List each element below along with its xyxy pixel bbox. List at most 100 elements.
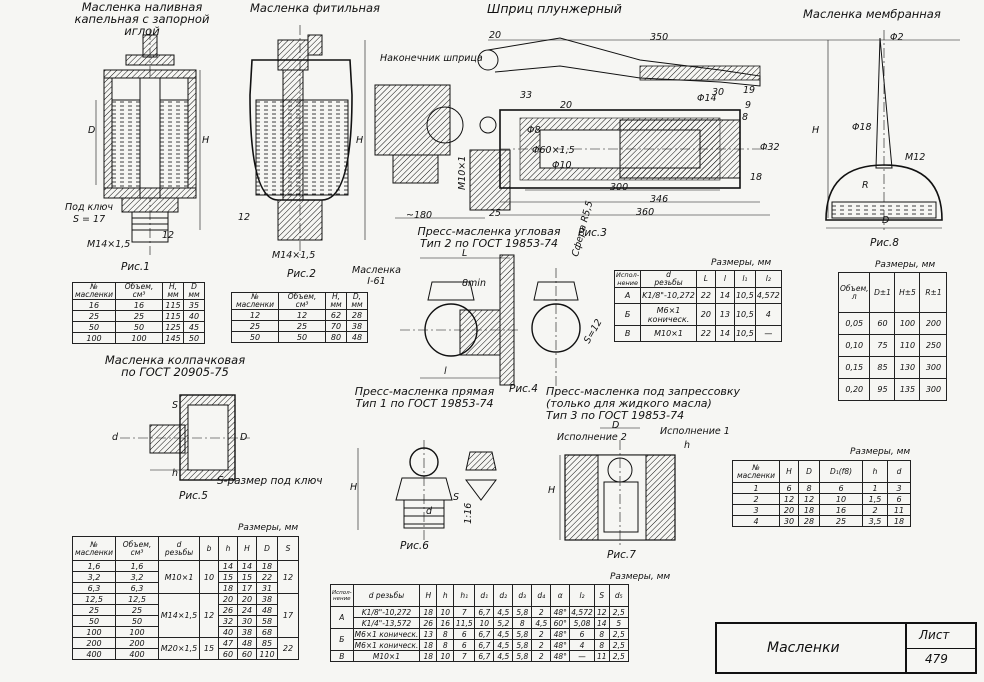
table-cell: 48° [550, 606, 571, 618]
table-cell: K1/8"-10,272 [640, 287, 697, 304]
label-syringe-tip: Наконечник шприца [380, 53, 483, 64]
dim-25: 25 [489, 208, 502, 219]
dim-180: ~180 [406, 210, 433, 221]
table-header-cell: D [256, 536, 278, 561]
dim-phi18: Φ18 [852, 122, 872, 133]
dim-phi60: Φ60×1,5 [532, 145, 575, 156]
table-cell: 16 [72, 299, 116, 311]
table-cell: А [613, 287, 642, 304]
table-cell: В [330, 650, 354, 662]
table-cell: 5,8 [512, 628, 533, 640]
table-cell: 60° [550, 617, 571, 629]
table-cell: 50 [231, 331, 279, 343]
table-cell: 10 [199, 560, 219, 594]
table-header-cell: d₂ [493, 584, 514, 607]
dim-S-fig5: S [172, 400, 179, 411]
dim-h-fig7: h [684, 440, 691, 451]
table-cell: 60 [869, 312, 896, 335]
table-cell: 6 [819, 482, 863, 494]
table-cell: 11,5 [453, 617, 476, 629]
title-name-cell: Масленки [717, 624, 907, 672]
dim-20a: 20 [489, 30, 502, 41]
table-cell: 10 [436, 650, 455, 662]
table-cell: 110 [894, 334, 921, 357]
table-cell: 4 [569, 639, 595, 651]
table-cell: 6,3 [72, 582, 116, 594]
table-cell: 8 [593, 639, 610, 651]
table-header-cell: Объем, см³ [278, 292, 326, 310]
table-cell: 40 [218, 626, 238, 638]
table-cell: 25 [72, 604, 116, 616]
table-cell: 3 [732, 504, 780, 516]
table-cell: 2,5 [608, 606, 629, 618]
dim-S-fig6: S [453, 492, 460, 503]
table-cell: 6,7 [474, 628, 495, 640]
table-cell: 8 [593, 628, 610, 640]
sheet-number-cell: 479 [907, 649, 975, 672]
table-cell: M6×1 коническ. [352, 628, 421, 640]
table-cell: 12 [277, 560, 299, 594]
caption-needle-oiler: Масленка наливная капельная с запорной и… [62, 1, 222, 37]
table-cell: 6,7 [474, 606, 495, 618]
table-cell: 68 [256, 626, 278, 638]
dim-phi32: Φ32 [760, 142, 780, 153]
table-header-cell: h₁ [453, 584, 476, 607]
table-cell: 18 [256, 560, 278, 572]
table-cell: 85 [256, 637, 278, 649]
table-header-cell: H±5 [894, 272, 921, 313]
dim-d-fig5: d [112, 432, 119, 443]
table-header-cell: Испол- нение [330, 584, 354, 607]
caption-straight-press-oiler: Пресс-масленка прямая Тип 1 по ГОСТ 1985… [354, 385, 495, 410]
table-cell: 48° [550, 639, 571, 651]
dim-h-fig5: h [172, 468, 179, 479]
table-cell: 70 [325, 320, 347, 332]
label-thread-m14-fig2: M14×1,5 [272, 250, 316, 261]
table-header-cell: S [277, 536, 299, 561]
table-header-cell: α [550, 584, 571, 607]
table-cell: 1,6 [115, 560, 159, 572]
units-label-table4: Размеры, мм [875, 260, 936, 270]
dim-H-fig2: H [356, 135, 364, 146]
table-cell: 22 [695, 325, 716, 342]
table-cell: 8 [436, 628, 455, 640]
table-cell: 13 [714, 303, 735, 326]
table-cell: 400 [72, 648, 116, 660]
table-cell: 5,8 [512, 639, 533, 651]
dim-l-fig4: l [444, 366, 447, 377]
table-cell: 48 [256, 604, 278, 616]
caption-pressfit-oiler: Пресс-масленка под запрессовку (только д… [546, 385, 741, 422]
table-cell: 200 [72, 637, 116, 649]
label-variant-1: Исполнение 1 [660, 426, 730, 437]
label-oiler-i61: Масленка I-61 [352, 265, 401, 287]
table-cell: 3,2 [72, 571, 116, 583]
table-header-cell: D₁(f8) [819, 460, 863, 483]
table-cell: 60 [237, 648, 257, 660]
table-header-cell: Объем, л [837, 272, 871, 313]
table-cell: 18 [419, 606, 438, 618]
figure-label-8: Рис.8 [870, 237, 899, 249]
fig6-straight-press-oiler [357, 440, 497, 540]
dim-phi14: Φ14 [697, 93, 717, 104]
table-cell: 20 [779, 504, 799, 516]
table-cell: 15 [237, 571, 257, 583]
table-cell: 10 [436, 606, 455, 618]
table-header-cell: Испол- нение [613, 270, 642, 288]
units-label-table3: Размеры, мм [711, 258, 772, 268]
table-cell: 11 [887, 504, 911, 516]
table-cell: 4,5 [493, 606, 514, 618]
label-m12: M12 [905, 152, 926, 163]
table-cell: 58 [256, 615, 278, 627]
label-m10: M10×1 [457, 155, 468, 190]
table-header-cell: b [199, 536, 219, 561]
table-cell: 28 [798, 515, 820, 527]
dim-19: 19 [743, 85, 756, 96]
table-cell: 62 [325, 309, 347, 321]
table-cell: 25 [278, 320, 326, 332]
table-cell: 22 [277, 637, 299, 660]
